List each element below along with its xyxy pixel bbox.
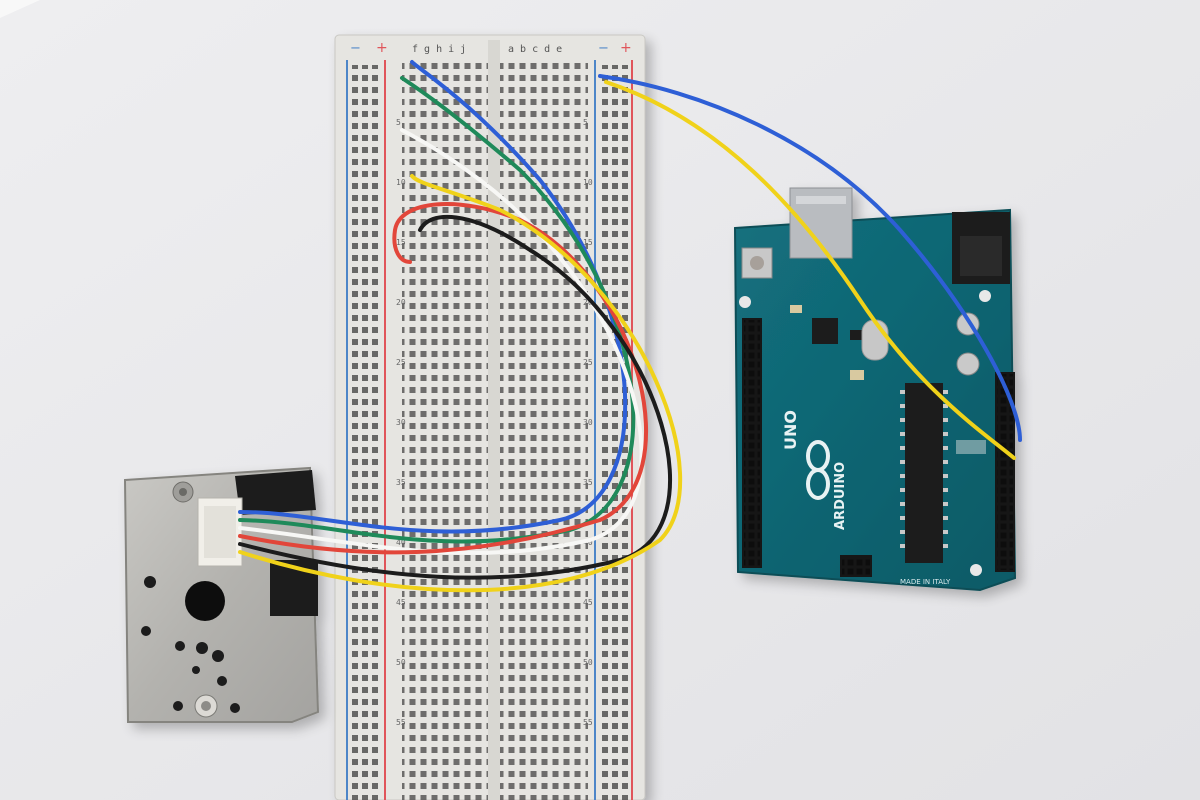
wire-yellow-arduino <box>604 80 1016 460</box>
right-rail-plus-symbol: + <box>620 40 632 56</box>
capacitor <box>956 352 980 376</box>
breadboard-terminal-strips <box>402 40 588 800</box>
sensor-aperture <box>185 581 225 621</box>
column-letters-left: f g h i j <box>412 44 466 55</box>
dust-sensor-module <box>123 466 320 723</box>
row-number-label: 15 <box>583 238 593 247</box>
row-number-label: 55 <box>396 718 406 727</box>
usb-interface-chip <box>812 318 838 344</box>
row-number-label: 45 <box>396 598 406 607</box>
row-number-label: 20 <box>396 298 406 307</box>
wire-yellow-sensor <box>238 174 683 593</box>
breadboard-right-power-rail <box>594 60 633 800</box>
row-number-label: 55 <box>583 718 593 727</box>
arduino-uno-board: ARDUINO UNO MADE IN ITALY <box>733 187 1017 592</box>
row-number-label: 35 <box>583 478 593 487</box>
row-number-label: 35 <box>396 478 406 487</box>
made-in-italy-text: MADE IN ITALY <box>900 578 951 586</box>
row-number-label: 45 <box>583 598 593 607</box>
row-number-label: 5 <box>583 118 588 127</box>
column-letters-right: a b c d e <box>508 44 562 55</box>
row-number-label: 25 <box>396 358 406 367</box>
mounting-hole <box>970 564 982 576</box>
row-number-label: 5 <box>396 118 401 127</box>
row-number-label: 10 <box>583 178 593 187</box>
wire-blue-sensor <box>238 60 628 534</box>
arduino-model-text: UNO <box>781 410 800 450</box>
right-rail-minus-symbol: − <box>598 41 609 56</box>
row-number-label: 30 <box>583 418 593 427</box>
wire-black-sensor <box>238 214 672 580</box>
arduino-brand-text: ARDUINO <box>833 462 848 530</box>
row-number-label: 25 <box>583 358 593 367</box>
jumper-wires <box>238 60 1022 593</box>
row-number-label: 40 <box>396 538 406 547</box>
row-number-label: 15 <box>396 238 406 247</box>
wire-blue-arduino <box>598 74 1022 442</box>
row-number-label: 50 <box>396 658 406 667</box>
breadboard-left-power-rail <box>346 60 386 800</box>
row-number-label: 20 <box>583 298 593 307</box>
row-number-label: 10 <box>396 178 406 187</box>
mounting-hole <box>739 296 751 308</box>
left-rail-minus-symbol: − <box>350 41 361 56</box>
row-number-label: 50 <box>583 658 593 667</box>
arduino-logo: ARDUINO UNO <box>781 410 848 530</box>
crystal-oscillator <box>861 319 889 361</box>
row-number-label: 30 <box>396 418 406 427</box>
atmega-chip <box>905 383 943 563</box>
wire-green-sensor <box>238 76 636 544</box>
mounting-hole <box>979 290 991 302</box>
left-rail-plus-symbol: + <box>376 40 388 56</box>
